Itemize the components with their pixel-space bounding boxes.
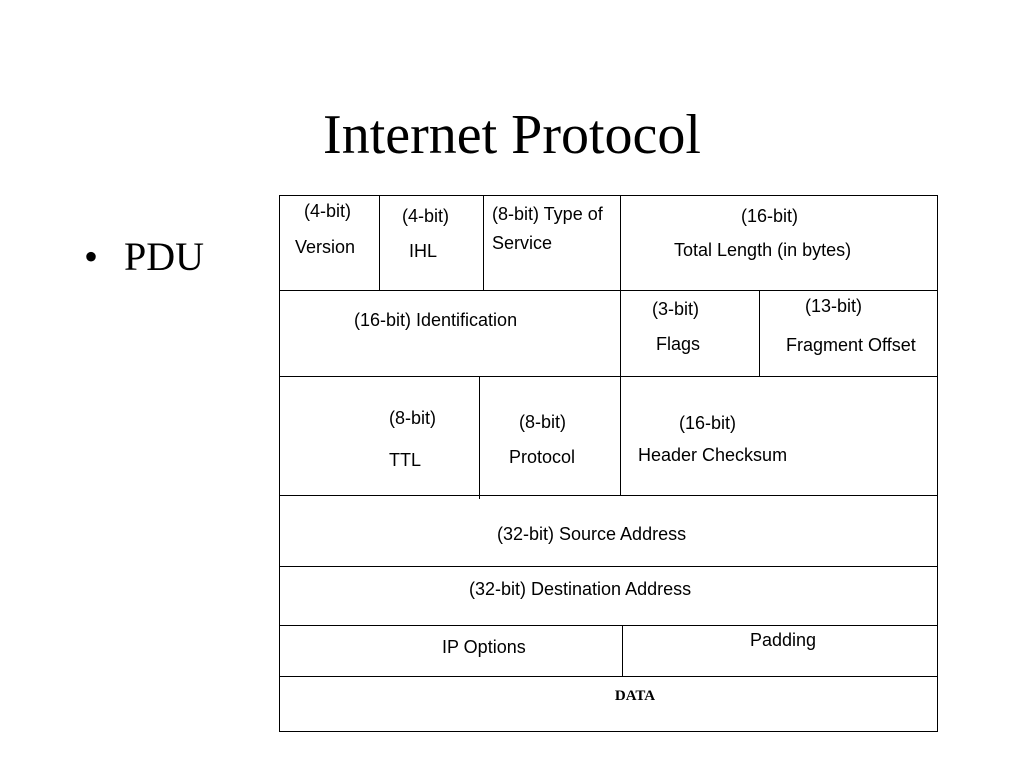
col-divider-id-flags	[620, 290, 621, 376]
row-divider-5	[279, 625, 938, 626]
fragment-offset-bits-label: (13-bit)	[805, 296, 863, 316]
source-address-label: (32-bit) Source Address	[497, 524, 687, 544]
identification-label: (16-bit) Identification	[354, 310, 518, 330]
type-of-service-label: (8-bit) Type of Service	[492, 204, 603, 253]
version-field-label: Version	[295, 237, 356, 257]
header-checksum-bits-label: (16-bit)	[679, 413, 737, 433]
row-divider-6	[279, 676, 938, 677]
fragment-offset-field-label: Fragment Offset	[786, 335, 916, 355]
ttl-bits-label: (8-bit)	[389, 408, 437, 428]
bullet-text: PDU	[124, 234, 205, 279]
ttl-field-label: TTL	[389, 450, 422, 470]
bullet-icon: •	[84, 234, 99, 279]
col-divider-tos-length	[620, 195, 621, 290]
padding-label: Padding	[750, 630, 817, 650]
row-divider-2	[279, 376, 938, 377]
row-divider-1	[279, 290, 938, 291]
version-bits-label: (4-bit)	[304, 201, 352, 221]
row-divider-4	[279, 566, 938, 567]
destination-address-label: (32-bit) Destination Address	[469, 579, 692, 599]
ihl-field-label: IHL	[409, 241, 438, 261]
data-label: DATA	[614, 688, 656, 704]
ip-options-label: IP Options	[442, 637, 526, 657]
col-divider-ihl-tos	[483, 195, 484, 290]
col-divider-options-padding	[622, 625, 623, 676]
table-border-left	[279, 195, 280, 732]
col-divider-protocol-checksum	[620, 376, 621, 495]
col-divider-version-ihl	[379, 195, 380, 290]
ihl-bits-label: (4-bit)	[402, 206, 450, 226]
table-border-right	[937, 195, 938, 732]
col-divider-flags-offset	[759, 290, 760, 376]
protocol-bits-label: (8-bit)	[519, 412, 567, 432]
flags-field-label: Flags	[656, 334, 701, 354]
slide-title: Internet Protocol	[323, 104, 701, 166]
bullet-item-pdu: • PDU	[84, 232, 204, 282]
row-divider-3	[279, 495, 938, 496]
total-length-field-label: Total Length (in bytes)	[674, 240, 852, 260]
table-border-bottom	[279, 731, 938, 732]
col-divider-ttl-protocol	[479, 376, 480, 499]
protocol-field-label: Protocol	[509, 447, 576, 467]
total-length-bits-label: (16-bit)	[741, 206, 799, 226]
flags-bits-label: (3-bit)	[652, 299, 700, 319]
table-border-top	[279, 195, 938, 196]
header-checksum-field-label: Header Checksum	[638, 445, 788, 465]
